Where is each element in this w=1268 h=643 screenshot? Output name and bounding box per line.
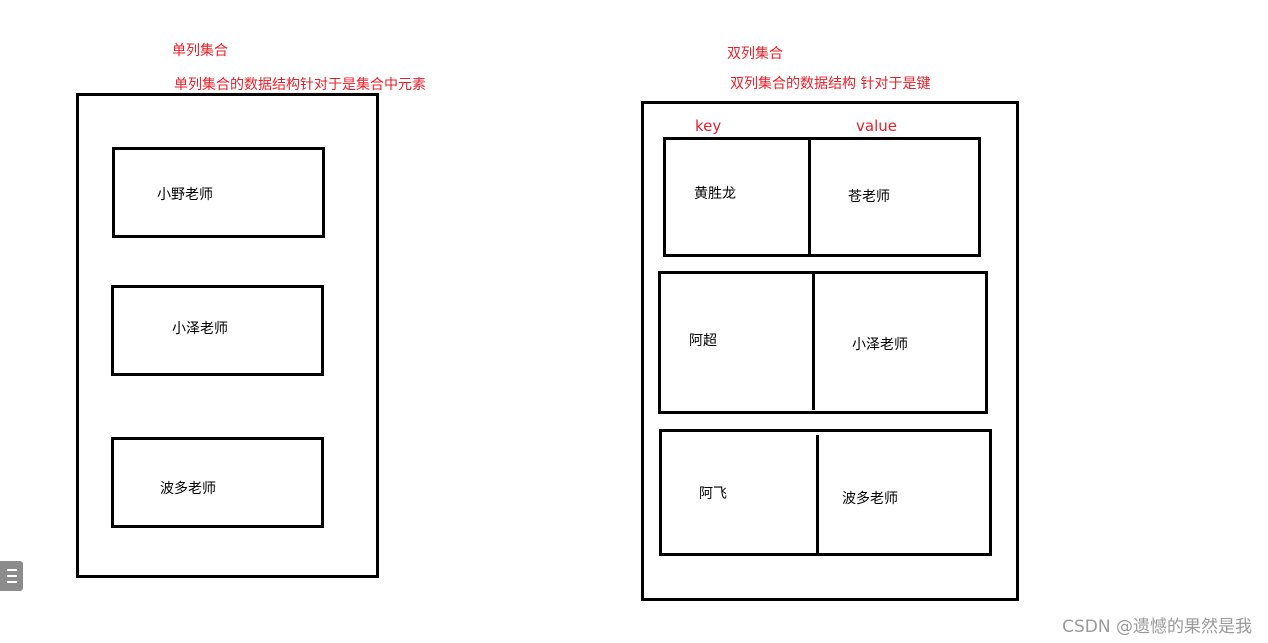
double-collection-description: 双列集合的数据结构 针对于是键 <box>730 76 931 92</box>
entry-value: 波多老师 <box>842 491 898 507</box>
entry-value: 小泽老师 <box>852 337 908 353</box>
single-collection-container <box>76 93 379 578</box>
single-element-label: 小野老师 <box>157 187 213 203</box>
key-value-divider <box>812 273 815 410</box>
menu-icon <box>6 567 17 585</box>
value-header: value <box>856 117 897 135</box>
double-collection-container <box>641 101 1019 601</box>
single-element-box <box>112 147 325 238</box>
single-element-label: 小泽老师 <box>172 321 228 337</box>
key-value-divider <box>816 435 819 553</box>
entry-box <box>658 271 988 414</box>
double-collection-title: 双列集合 <box>727 46 783 62</box>
watermark: CSDN @遗憾的果然是我 <box>1062 617 1252 637</box>
entry-key: 阿飞 <box>699 486 727 502</box>
side-menu-button[interactable] <box>0 561 23 591</box>
entry-key: 黄胜龙 <box>694 186 736 202</box>
single-element-label: 波多老师 <box>160 481 216 497</box>
key-header: key <box>695 117 722 135</box>
entry-box <box>659 429 992 556</box>
single-element-box <box>111 285 324 376</box>
single-collection-description: 单列集合的数据结构针对于是集合中元素 <box>174 77 426 93</box>
single-collection-title: 单列集合 <box>172 43 228 59</box>
key-value-divider <box>808 139 811 255</box>
entry-key: 阿超 <box>689 333 717 349</box>
single-element-box <box>111 437 324 528</box>
entry-box <box>663 137 981 257</box>
entry-value: 苍老师 <box>848 189 890 205</box>
